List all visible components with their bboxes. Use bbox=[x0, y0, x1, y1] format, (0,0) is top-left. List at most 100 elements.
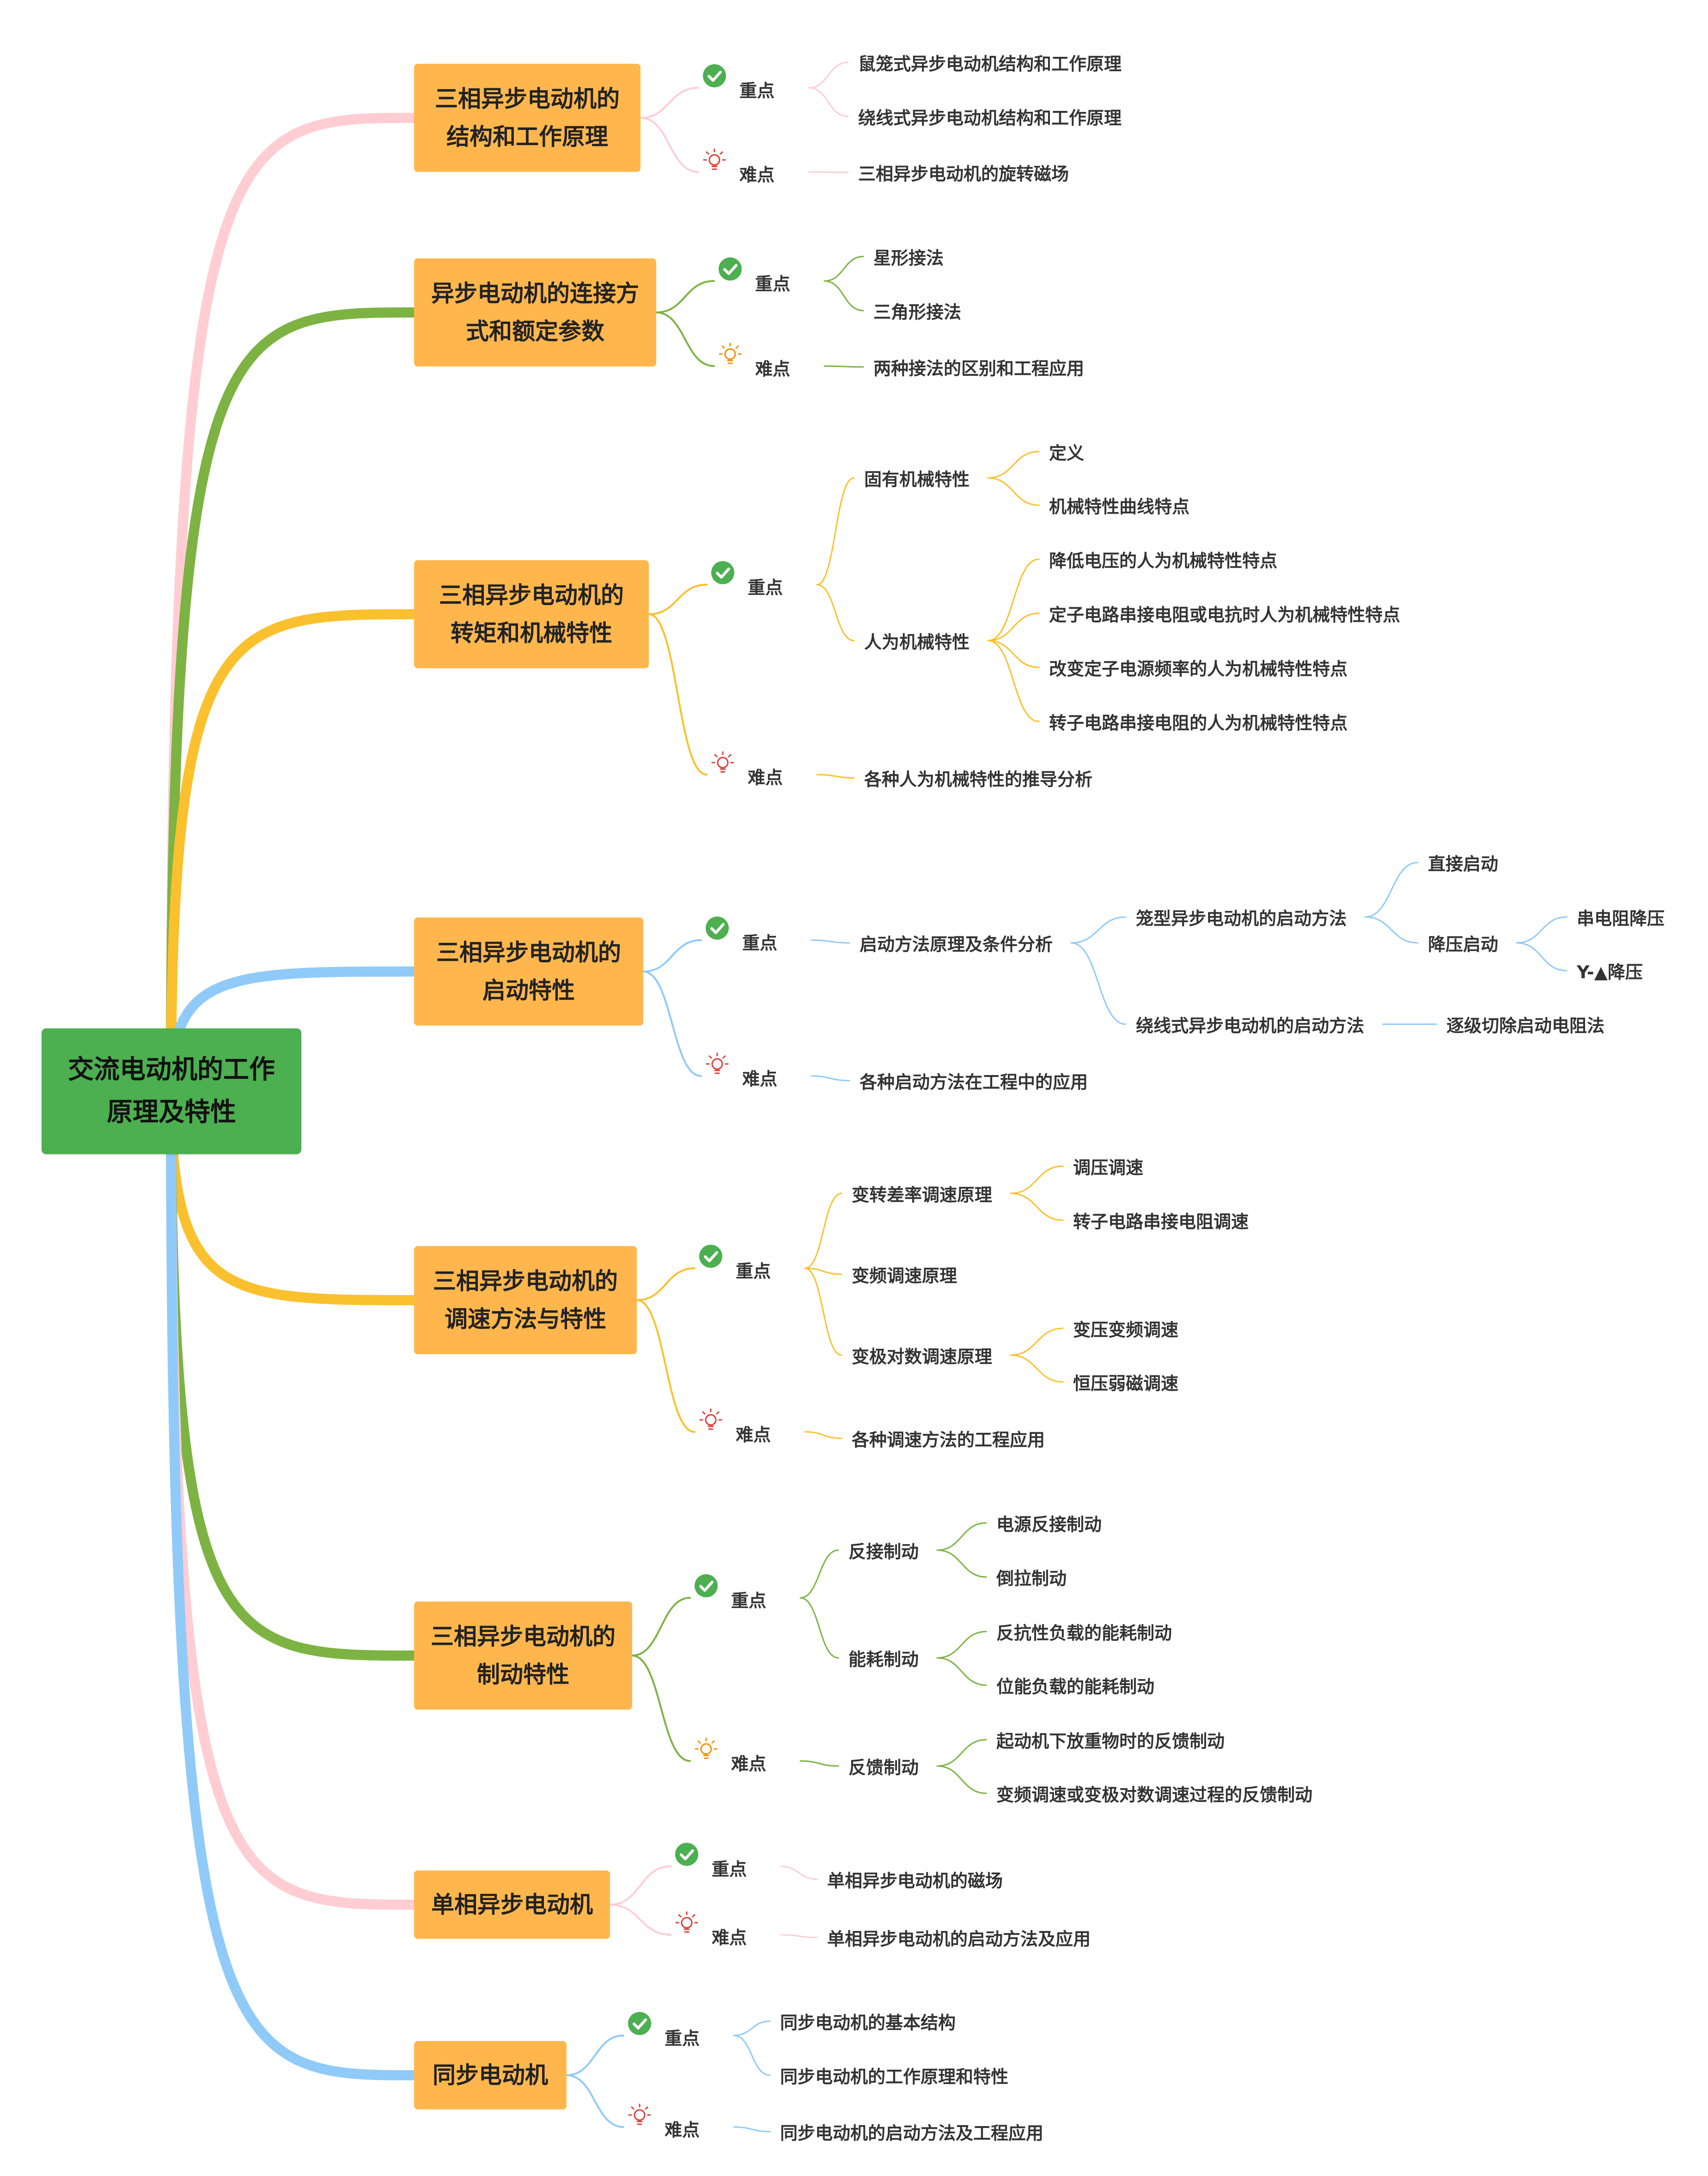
branch-key-line bbox=[642, 939, 702, 972]
difficult-point-label[interactable]: 难点 bbox=[748, 767, 783, 788]
difficult-point-label[interactable]: 难点 bbox=[736, 1424, 771, 1445]
topic-item[interactable]: 同步电动机的启动方法及工程应用 bbox=[780, 2123, 1044, 2144]
key-point-label[interactable]: 重点 bbox=[731, 1590, 767, 1611]
branch-node[interactable]: 三相异步电动机的转矩和机械特性 bbox=[414, 560, 649, 668]
key-point-label[interactable]: 重点 bbox=[755, 274, 791, 294]
topic-item[interactable]: 变转差率调速原理 bbox=[852, 1185, 993, 1205]
difficult-point-label[interactable]: 难点 bbox=[731, 1754, 767, 1774]
subtopic-item[interactable]: 定子电路串接电阻或电抗时人为机械特性特点 bbox=[1049, 605, 1401, 625]
difficult-point-label[interactable]: 难点 bbox=[739, 165, 775, 185]
child-connector-line bbox=[987, 640, 1040, 722]
subtopic-item[interactable]: 转子电路串接电阻的人为机械特性特点 bbox=[1049, 713, 1348, 733]
key-point-label[interactable]: 重点 bbox=[712, 1859, 747, 1880]
topic-item[interactable]: 星形接法 bbox=[873, 248, 944, 269]
branch-node[interactable]: 三相异步电动机的制动特性 bbox=[414, 1601, 632, 1710]
difficult-point-label[interactable]: 难点 bbox=[712, 1927, 747, 1948]
subtopic-item[interactable]: 直接启动 bbox=[1428, 854, 1499, 874]
lightbulb-icon bbox=[719, 342, 742, 364]
topic-item[interactable]: 变频调速原理 bbox=[852, 1265, 958, 1286]
root-node[interactable]: 交流电动机的工作原理及特性 bbox=[42, 1028, 301, 1154]
subtopic-item[interactable]: 串电阻降压 bbox=[1577, 908, 1665, 929]
subtopic-item[interactable]: 倒拉制动 bbox=[996, 1568, 1067, 1589]
subtopic-item[interactable]: 改变定子电源频率的人为机械特性特点 bbox=[1049, 659, 1348, 679]
key-point-label[interactable]: 重点 bbox=[665, 2028, 700, 2049]
child-connector-line bbox=[987, 640, 1040, 668]
branch-key-line bbox=[655, 280, 715, 313]
root-branch-line bbox=[166, 113, 419, 1096]
topic-item[interactable]: 变极对数调速原理 bbox=[852, 1346, 993, 1367]
topic-item[interactable]: 启动方法原理及条件分析 bbox=[860, 934, 1053, 955]
check-circle-icon bbox=[703, 64, 726, 87]
child-connector-line bbox=[936, 1657, 987, 1686]
topic-item[interactable]: 反接制动 bbox=[848, 1541, 919, 1562]
topic-item[interactable]: 鼠笼式异步电动机结构和工作原理 bbox=[858, 54, 1122, 74]
root-branch-line bbox=[166, 1086, 419, 1910]
difficult-point-label[interactable]: 难点 bbox=[665, 2120, 700, 2140]
check-circle-icon bbox=[711, 561, 734, 584]
key-point-label[interactable]: 重点 bbox=[736, 1261, 771, 1282]
child-connector-line bbox=[1010, 1165, 1064, 1194]
subtopic-item[interactable]: 降低电压的人为机械特性特点 bbox=[1049, 550, 1278, 571]
topic-item[interactable]: 各种人为机械特性的推导分析 bbox=[864, 769, 1093, 790]
topic-item[interactable]: 单相异步电动机的启动方法及应用 bbox=[827, 1929, 1091, 1950]
branch-key-line bbox=[609, 1865, 671, 1906]
topic-item[interactable]: 各种启动方法在工程中的应用 bbox=[860, 1072, 1088, 1093]
key-point-label[interactable]: 重点 bbox=[748, 577, 783, 598]
branch-node[interactable]: 同步电动机 bbox=[414, 2041, 567, 2109]
child-connector-line bbox=[799, 1760, 839, 1767]
subtopic-item[interactable]: 起动机下放重物时的反馈制动 bbox=[996, 1731, 1225, 1752]
subtopic-item[interactable]: 恒压弱磁调速 bbox=[1073, 1373, 1179, 1394]
topic-item[interactable]: 反馈制动 bbox=[848, 1757, 919, 1778]
subtopic-item[interactable]: 降压启动 bbox=[1428, 934, 1499, 955]
subtopic-item[interactable]: 电源反接制动 bbox=[996, 1514, 1102, 1535]
child-connector-line bbox=[1010, 1192, 1064, 1221]
subtopic-item[interactable]: 绕线式异步电动机的启动方法 bbox=[1136, 1015, 1365, 1036]
subtopic-item[interactable]: 反抗性负载的能耗制动 bbox=[996, 1623, 1172, 1644]
check-circle-icon bbox=[675, 1843, 698, 1866]
topic-item[interactable]: 同步电动机的工作原理和特性 bbox=[780, 2066, 1009, 2087]
branch-difficult-line bbox=[631, 1655, 691, 1762]
branch-key-line bbox=[636, 1267, 695, 1301]
branch-node[interactable]: 三相异步电动机的启动特性 bbox=[414, 917, 643, 1026]
child-connector-line bbox=[987, 477, 1040, 506]
child-connector-line bbox=[1010, 1354, 1064, 1383]
topic-item[interactable]: 绕线式异步电动机结构和工作原理 bbox=[858, 108, 1122, 128]
difficult-point-label[interactable]: 难点 bbox=[742, 1069, 778, 1089]
branch-node[interactable]: 三相异步电动机的调速方法与特性 bbox=[414, 1246, 637, 1354]
child-connector-line bbox=[987, 558, 1040, 642]
subtopic-item[interactable]: 逐级切除启动电阻法 bbox=[1446, 1015, 1605, 1036]
branch-key-line bbox=[631, 1597, 691, 1656]
subtopic-item[interactable]: 调压调速 bbox=[1073, 1157, 1144, 1178]
topic-item[interactable]: 两种接法的区别和工程应用 bbox=[873, 358, 1085, 379]
subtopic-item[interactable]: 变频调速或变极对数调速过程的反馈制动 bbox=[996, 1785, 1313, 1805]
subtopic-item[interactable]: 位能负载的能耗制动 bbox=[996, 1676, 1155, 1697]
topic-item[interactable]: 固有机械特性 bbox=[864, 469, 970, 490]
child-connector-line bbox=[780, 1934, 818, 1938]
topic-item[interactable]: 三角形接法 bbox=[873, 302, 962, 323]
topic-item[interactable]: 能耗制动 bbox=[848, 1649, 919, 1670]
topic-item[interactable]: 各种调速方法的工程应用 bbox=[852, 1430, 1045, 1450]
child-connector-line bbox=[1364, 916, 1419, 944]
subtopic-item[interactable]: 定义 bbox=[1049, 443, 1085, 464]
topic-item[interactable]: 三相异步电动机的旋转磁场 bbox=[858, 164, 1069, 184]
child-connector-line bbox=[780, 1865, 818, 1880]
child-connector-line bbox=[824, 280, 864, 312]
topic-item[interactable]: 同步电动机的基本结构 bbox=[780, 2012, 956, 2033]
subtopic-item[interactable]: 机械特性曲线特点 bbox=[1049, 496, 1190, 517]
difficult-point-label[interactable]: 难点 bbox=[755, 359, 791, 379]
branch-node[interactable]: 三相异步电动机的结构和工作原理 bbox=[414, 64, 640, 172]
key-point-label[interactable]: 重点 bbox=[742, 933, 778, 954]
subtopic-item[interactable]: 变压变频调速 bbox=[1073, 1320, 1179, 1340]
topic-item[interactable]: 单相异步电动机的磁场 bbox=[827, 1870, 1003, 1891]
subtopic-item[interactable]: 笼型异步电动机的启动方法 bbox=[1136, 908, 1347, 929]
key-point-label[interactable]: 重点 bbox=[739, 80, 775, 101]
subtopic-item[interactable]: 转子电路串接电阻调速 bbox=[1073, 1211, 1249, 1232]
subtopic-item[interactable]: Y-▲降压 bbox=[1577, 962, 1643, 983]
lightbulb-icon bbox=[711, 751, 734, 773]
branch-node[interactable]: 单相异步电动机 bbox=[414, 1870, 610, 1939]
child-connector-line bbox=[936, 1739, 987, 1767]
topic-item[interactable]: 人为机械特性 bbox=[864, 632, 970, 653]
branch-node[interactable]: 异步电动机的连接方式和额定参数 bbox=[414, 258, 656, 367]
